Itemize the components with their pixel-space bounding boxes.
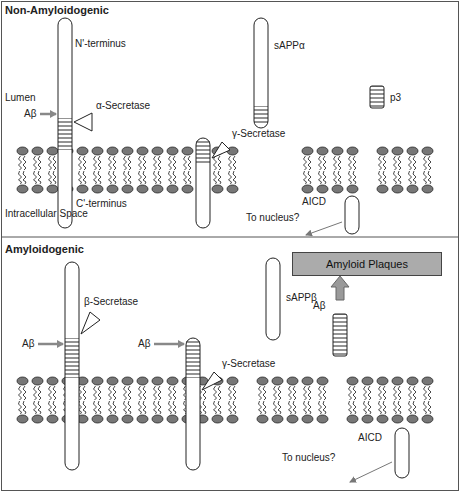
annotation-label: β-Secretase [84, 296, 138, 308]
annotation-label: To nucleus? [282, 452, 335, 464]
aicd-fragment [395, 428, 409, 478]
annotation-label: sAPPβ [286, 292, 317, 304]
plaque-box: Amyloid Plaques [292, 252, 442, 276]
lipid-bilayer [300, 146, 360, 194]
pointer-arrow [38, 343, 63, 346]
p3-region [196, 141, 210, 164]
panel-title: Amyloidogenic [5, 243, 84, 255]
c99-fragment [186, 338, 200, 470]
sapp-beta [266, 258, 280, 340]
annotation-label: N'-terminus [75, 38, 126, 50]
abeta-peptide [333, 314, 347, 356]
abeta-region [58, 118, 72, 150]
abeta-region [186, 341, 200, 378]
annotation-label: AICD [302, 196, 326, 208]
annotation-label: Intracellular Space [5, 208, 88, 220]
annotation-label: To nucleus? [246, 212, 299, 224]
annotation-label: Aβ [22, 338, 34, 350]
annotation-label: Lumen [5, 92, 36, 104]
secretase-marker [74, 113, 92, 131]
annotation-label: Aβ [24, 108, 36, 120]
annotation-label: sAPPα [274, 40, 305, 52]
pointer-arrow [306, 222, 342, 235]
app-protein [58, 18, 72, 228]
secretase-marker [81, 312, 100, 334]
pointer-arrow [154, 343, 184, 346]
panel-divider [2, 237, 459, 238]
sapp-alpha [254, 18, 268, 128]
c83-outline [196, 138, 210, 228]
lipid-bilayer [375, 146, 435, 194]
annotation-label: γ-Secretase [232, 128, 285, 140]
pointer-arrow [40, 113, 56, 116]
annotation-label: Aβ [138, 338, 150, 350]
annotation-label: p3 [390, 92, 401, 104]
pointer-arrow [350, 462, 392, 482]
panel-title: Non-Amyloidogenic [5, 4, 109, 16]
secretase-marker [212, 142, 230, 158]
p3-fragment [370, 86, 384, 108]
annotation-label: AICD [358, 432, 382, 444]
fragment-shape [313, 300, 367, 358]
abeta-fragment: Aβ [313, 300, 367, 358]
sapp-stripe [254, 106, 268, 125]
secretase-marker [202, 372, 222, 390]
fragment-label: Aβ [313, 300, 325, 312]
c83-fragment [196, 138, 210, 228]
aicd-fragment [345, 196, 359, 234]
block-arrow [331, 276, 349, 300]
app-outline [58, 18, 72, 228]
annotation-label: α-Secretase [96, 100, 150, 112]
sapp-outline [254, 18, 268, 128]
node-label: Amyloid Plaques [326, 258, 408, 270]
app-protein [65, 262, 79, 470]
lipid-bilayer [345, 376, 435, 424]
annotation-label: γ-Secretase [222, 358, 275, 370]
abeta-region [65, 338, 79, 378]
app-outline [65, 262, 79, 470]
c99-outline [186, 338, 200, 470]
lipid-bilayer [255, 376, 330, 424]
